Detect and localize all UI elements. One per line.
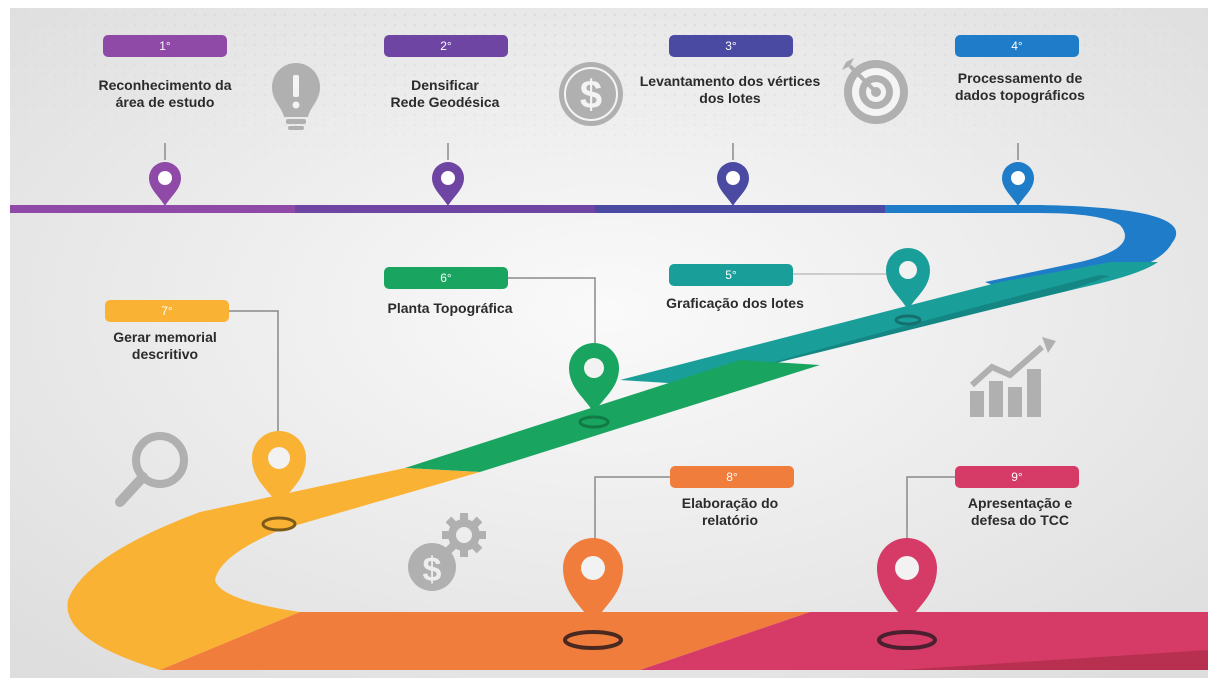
step-5-label: Graficação dos lotes [666,295,804,311]
map-pin-7-icon [252,431,306,532]
road-segment-3 [595,205,885,213]
map-pin-5-icon [886,248,930,326]
step-7-label: Gerar memorial descritivo [113,329,217,362]
map-pin-2-icon [432,162,464,206]
road-segment-5 [620,262,1158,385]
dollar-gear-icon: $ [408,513,486,591]
road-segment-9 [640,612,1208,670]
road-segment-1 [10,205,295,213]
step-8-badge: 8° [670,466,794,488]
step-7-badge: 7° [105,300,229,322]
step-4-label: Processamento de dados topográficos [955,70,1085,103]
map-pin-4-icon [1002,162,1034,206]
road-segment-6 [405,360,820,472]
connector-9 [906,476,955,540]
growth-chart-icon [969,337,1056,417]
large-pins [252,248,937,650]
svg-text:$: $ [423,551,442,589]
map-pin-6-icon [569,343,619,429]
connector-lines [164,143,1019,540]
step-6-badge: 6° [384,267,508,289]
road [10,205,1208,670]
decorative-icons: $ [115,58,1056,591]
connector-6 [508,277,596,345]
road-shadow-5 [760,275,1110,366]
step-9-label: Apresentação e defesa do TCC [967,495,1073,528]
step-1-label: Reconhecimento da área de estudo [98,77,232,110]
road-segment-7 [67,468,480,670]
map-pin-9-icon [877,538,937,650]
step-3-badge: 3° [669,35,793,57]
dollar-coin-icon: $ [559,62,623,126]
road-segment-2 [295,205,595,213]
step-2-badge: 2° [384,35,508,57]
small-pins [149,162,1034,206]
step-9-badge: 9° [955,466,1079,488]
connector-7 [229,310,279,432]
step-4-badge: 4° [955,35,1079,57]
step-3-label: Levantamento dos vértices dos lotes [639,73,821,106]
map-pin-1-icon [149,162,181,206]
step-6-label: Planta Topográfica [387,300,513,316]
target-arrow-icon [842,58,908,124]
connector-8 [594,476,670,540]
map-pin-8-icon [563,538,623,650]
svg-text:$: $ [580,73,602,117]
exclamation-bulb-icon [272,63,320,130]
road-segment-8 [160,612,810,670]
step-5-badge: 5° [669,264,793,286]
map-pin-3-icon [717,162,749,206]
step-1-badge: 1° [103,35,227,57]
magnifier-icon [115,432,188,507]
step-2-label: Densificar Rede Geodésica [390,77,500,110]
step-8-label: Elaboração do relatório [681,495,779,528]
road-shadow-9 [900,650,1208,670]
